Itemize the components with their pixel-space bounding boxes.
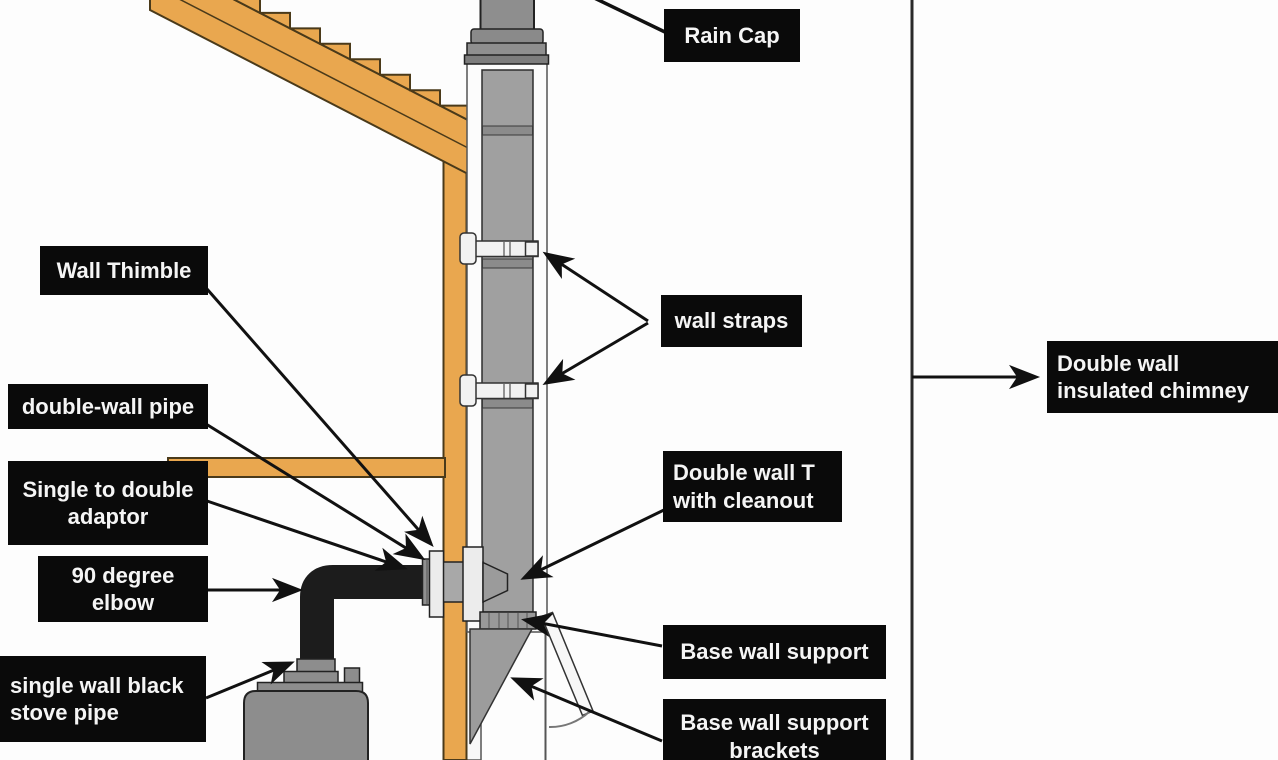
wood-stove (243, 658, 369, 760)
roof-beam (149, 0, 473, 178)
label-double-wall-insulated-chimney: Double wall insulated chimney (1047, 341, 1278, 413)
label-90-degree-elbow: 90 degree elbow (38, 556, 208, 622)
storm-collar (463, 28, 550, 65)
label-wall-thimble: Wall Thimble (40, 246, 208, 295)
tee-snout-cone (482, 561, 509, 604)
leader-base-wall-support-brackets (510, 677, 663, 743)
leader-double-wall-pipe (205, 422, 426, 561)
leader-double-wall-t (520, 506, 669, 580)
chimney-top-pipe (479, 0, 535, 32)
stove-body (243, 690, 369, 760)
leader-single-wall-black-stove-pipe (205, 661, 295, 700)
leader-lines (205, 0, 1041, 743)
label-base-wall-support: Base wall support (663, 625, 886, 679)
strut-swing-arc (548, 710, 591, 729)
label-rain-cap: Rain Cap (664, 9, 800, 62)
label-single-wall-black-stove-pipe: single wall black stove pipe (0, 656, 206, 742)
leader-rain-cap (594, 0, 668, 35)
stove-pipe-elbow (300, 565, 424, 665)
label-single-to-double-adaptor: Single to double adaptor (8, 461, 208, 545)
roof-shingles (232, 0, 473, 123)
pipe-joint (482, 258, 533, 269)
leader-wall-thimble (205, 288, 434, 548)
stove-knob (343, 667, 361, 685)
roof-beam-seam (179, 0, 473, 151)
pipe-joint (482, 398, 533, 409)
wall-strap-upper (459, 232, 539, 265)
base-wall-support-bracket (469, 628, 534, 745)
thimble-inner-flange (428, 550, 445, 618)
ceiling-joist (167, 457, 446, 478)
label-wall-straps: wall straps (661, 295, 802, 347)
label-base-wall-support-brackets: Base wall support brackets (663, 699, 886, 760)
pipe-joint (482, 125, 533, 136)
wall-strap-lower (459, 374, 539, 407)
leader-wall-straps-lower (542, 321, 649, 386)
label-double-wall-pipe: double-wall pipe (8, 384, 208, 429)
leader-base-wall-support (521, 613, 663, 648)
label-double-wall-t-with-cleanout: Double wall T with cleanout (663, 451, 842, 522)
roof (149, 0, 473, 178)
leader-wall-straps-upper (542, 251, 649, 323)
leader-single-to-double-adaptor (206, 499, 408, 571)
thimble-outer-flange (462, 546, 484, 622)
chimney-pipe (481, 69, 534, 613)
